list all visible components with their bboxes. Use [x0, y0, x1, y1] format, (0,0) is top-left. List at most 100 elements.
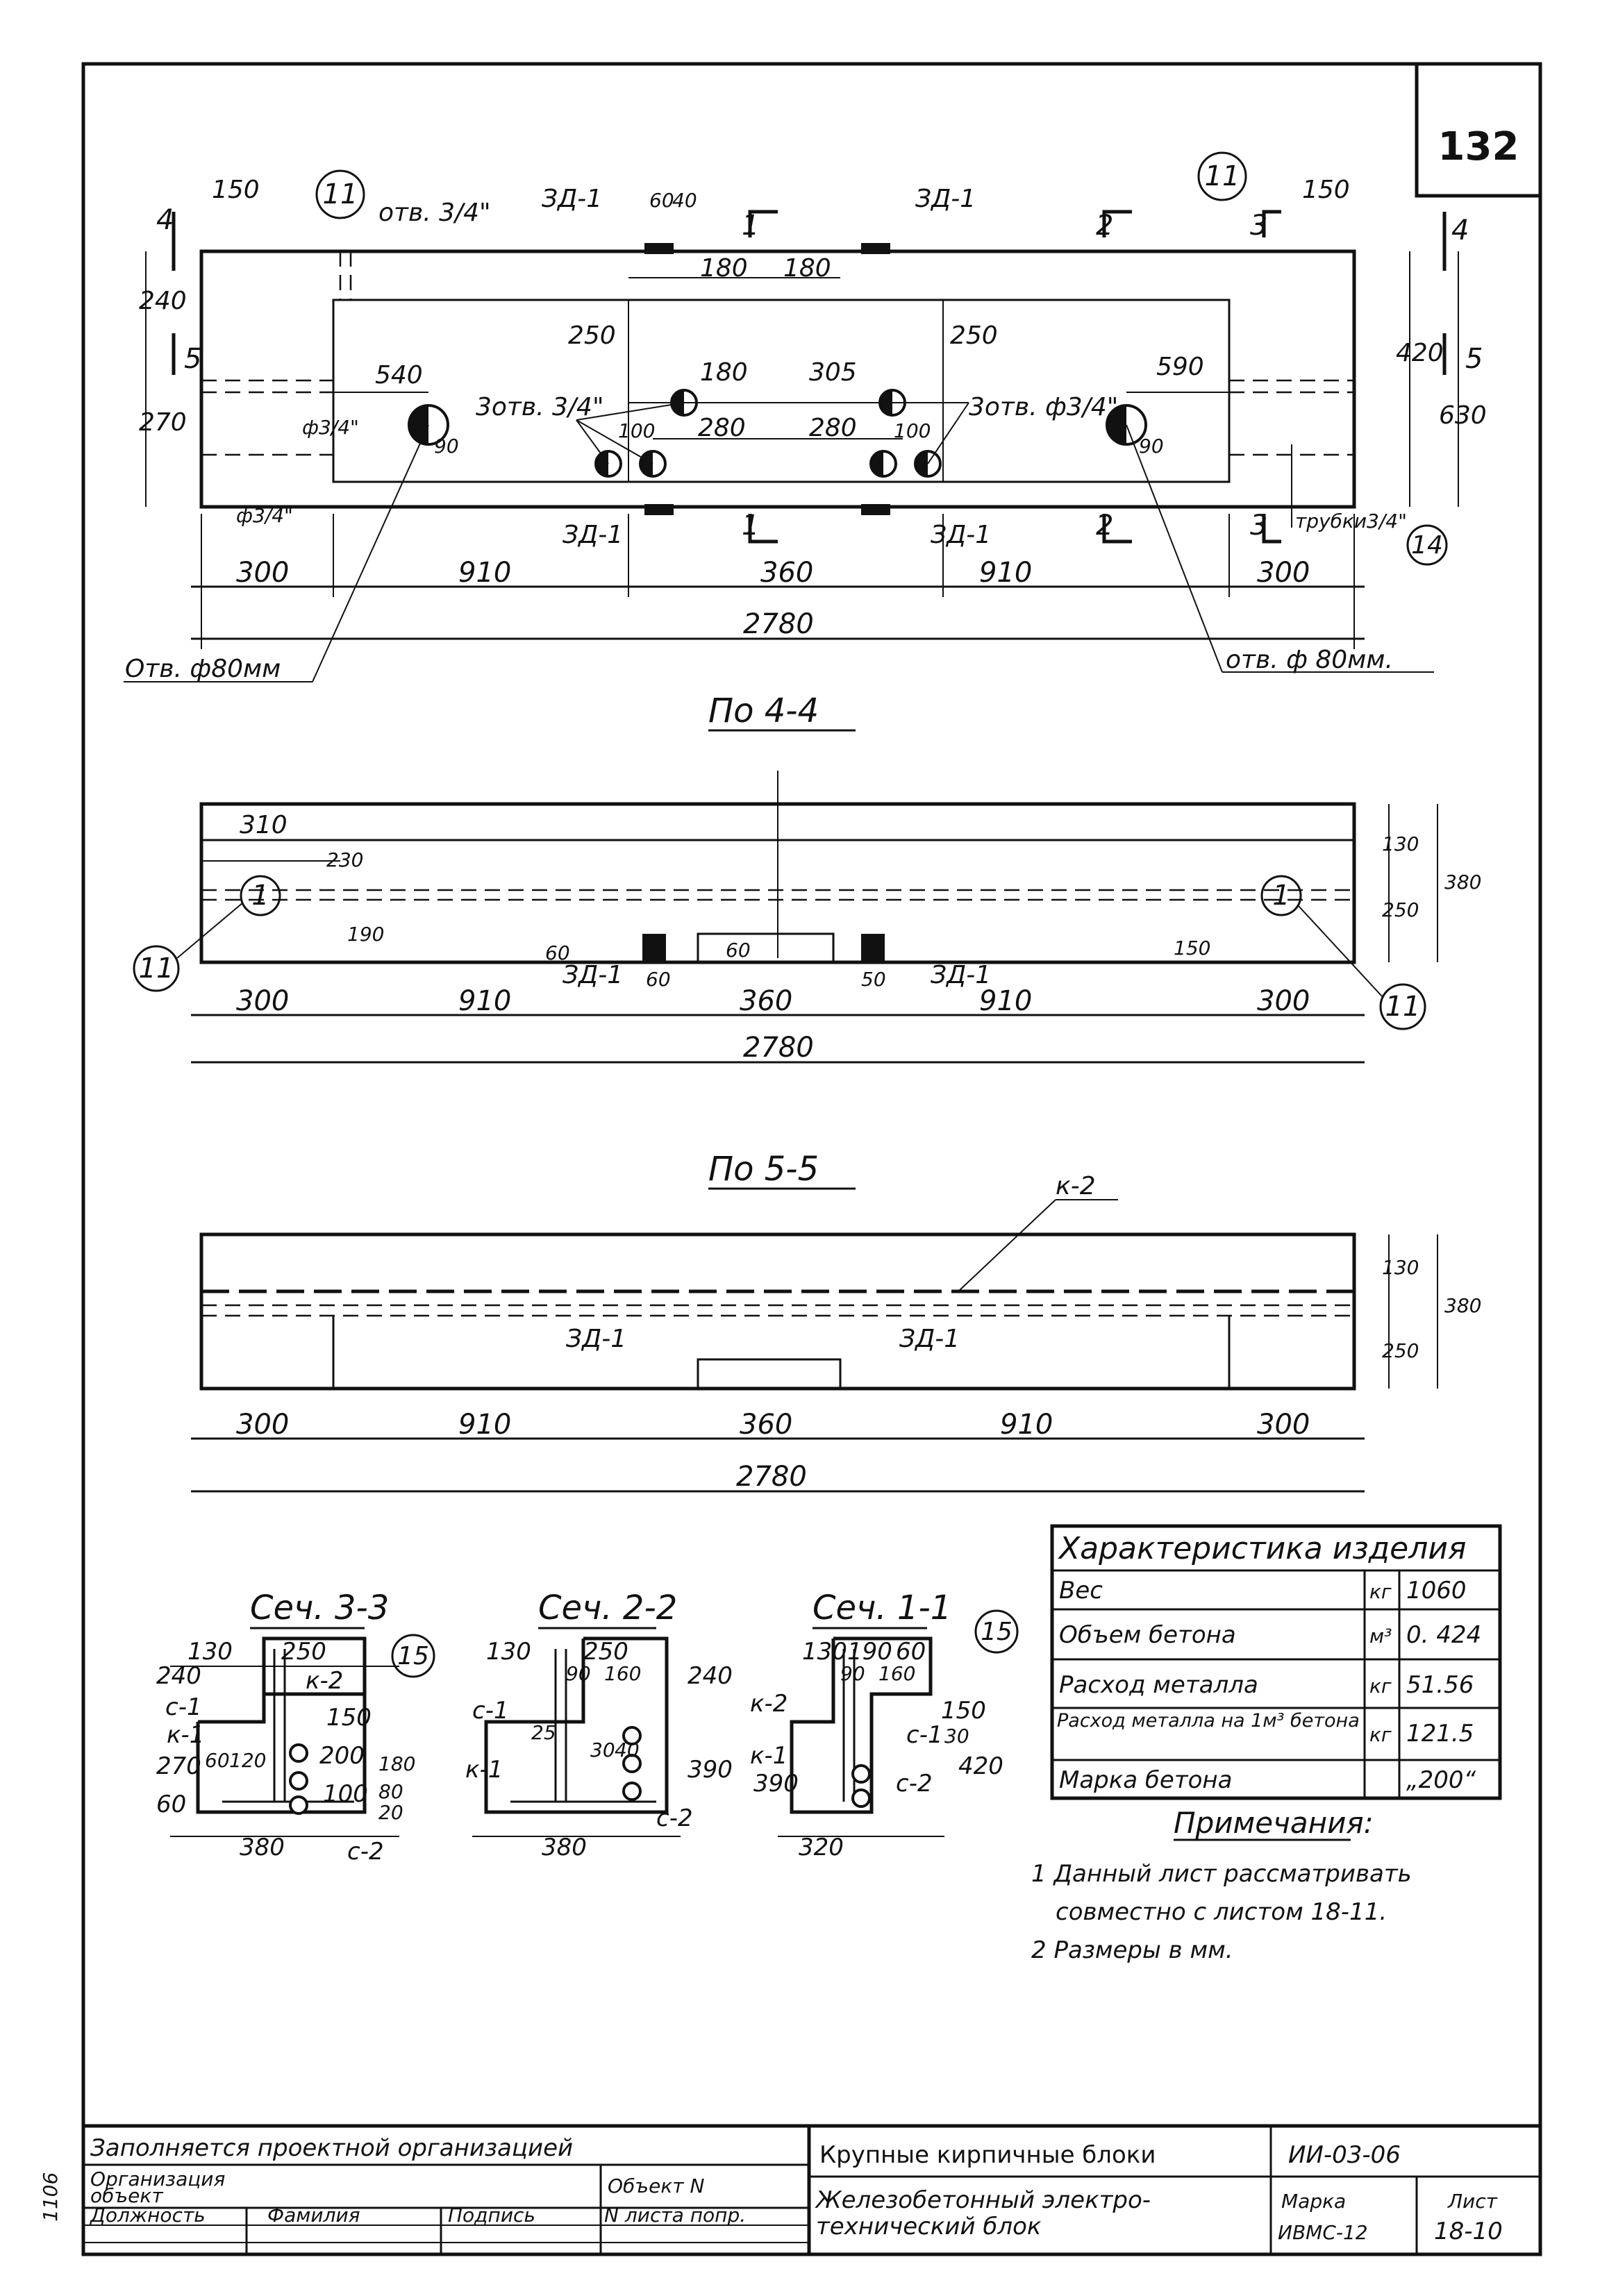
- cross-section-1-1: Сеч. 1-1 130 190 60 90 160 150 390 420 3…: [750, 1589, 1003, 1861]
- tb-position: Должность: [89, 2204, 206, 2227]
- cs11-dim-190: 190: [847, 1638, 892, 1666]
- tb-sheet-label: Лист: [1447, 2190, 1498, 2213]
- plan-recess: [332, 299, 1231, 483]
- cross-section-1-1-title: Сеч. 1-1: [812, 1589, 951, 1627]
- cut-mark-5-left: 5: [184, 343, 201, 375]
- char-row-2-name: Расход металла: [1059, 1671, 1258, 1699]
- cut-mark-2-top: 2: [1096, 210, 1113, 242]
- cs33-label-80: 80: [378, 1780, 403, 1803]
- cs22-dim-130: 130: [486, 1638, 531, 1666]
- callout-11-right: 11: [1205, 160, 1240, 192]
- char-row-2-unit: кг: [1369, 1675, 1392, 1698]
- characteristics-title: Характеристика изделия: [1058, 1531, 1466, 1566]
- tb-series: Крупные кирпичные блоки: [819, 2141, 1156, 2169]
- cs33-dim-270: 270: [156, 1752, 201, 1780]
- cs11-dim-90: 90: [840, 1662, 865, 1685]
- title-block: Заполняется проектной организацией Орган…: [39, 2124, 1542, 2256]
- cs11-label-c1: с-1: [906, 1721, 943, 1749]
- cs33-dim-100: 100: [323, 1780, 368, 1808]
- dim-380-s55: 380: [1444, 1294, 1481, 1317]
- dim-910-right: 910: [979, 557, 1032, 589]
- sheet-number: 132: [1438, 124, 1519, 169]
- dim-2780: 2780: [743, 608, 814, 640]
- cs33-label-k1: к-1: [167, 1721, 204, 1749]
- cut-mark-1-top: 1: [742, 210, 759, 242]
- label-zd-top-left: ЗД-1: [542, 185, 602, 213]
- cs33-dim-200: 200: [319, 1742, 365, 1770]
- cs22-label-40: 40: [615, 1738, 640, 1761]
- plan-outline: [199, 249, 1356, 509]
- dim-130-s55: 130: [1382, 1256, 1419, 1279]
- label-k2: к-2: [1056, 1172, 1096, 1200]
- note-1: 1 Данный лист рассматривать: [1031, 1860, 1412, 1888]
- dim-300-s44-left: 300: [236, 985, 289, 1017]
- cut-mark-3-bottom: 3: [1250, 510, 1267, 542]
- characteristics-table: Характеристика изделия Вес кг 1060 Объем…: [1050, 1524, 1502, 1800]
- cs11-dim-60: 60: [896, 1638, 926, 1666]
- tb-mark-value: ИВМС-12: [1278, 2221, 1368, 2244]
- cut-mark-4-right: 4: [1451, 215, 1469, 246]
- tb-item-name-1: Железобетонный электро-: [815, 2186, 1151, 2214]
- char-row-3-name: Расход металла на 1м³ бетона: [1057, 1711, 1360, 1732]
- cs22-dim-240: 240: [688, 1662, 733, 1690]
- dim-300-right: 300: [1257, 557, 1310, 589]
- cs11-label-k2: к-2: [750, 1690, 788, 1718]
- label-zd-bottom-right: ЗД-1: [931, 521, 991, 549]
- cut-mark-3-top: 3: [1250, 210, 1267, 242]
- tb-doc-code: ИИ-03-06: [1288, 2141, 1401, 2169]
- cs22-label-k1: к-1: [465, 1756, 503, 1784]
- cs33-label-20: 20: [378, 1801, 403, 1824]
- section-4-4-mark-right: 1: [1272, 880, 1290, 912]
- dim-240: 240: [139, 287, 187, 315]
- cross-section-2-2-title: Сеч. 2-2: [538, 1589, 677, 1627]
- dim-280-a: 280: [698, 414, 746, 442]
- tb-filled-by: Заполняется проектной организацией: [90, 2134, 573, 2162]
- cs22-label-25: 25: [531, 1721, 556, 1744]
- cs22-label-30: 30: [590, 1738, 615, 1761]
- dim-305: 305: [809, 358, 857, 387]
- cut-mark-5-right: 5: [1465, 343, 1483, 375]
- notes: Примечания: 1 Данный лист рассматривать …: [1031, 1806, 1412, 1964]
- dim-630: 630: [1439, 401, 1487, 430]
- label-three-holes-right: 3отв. ф3/4": [969, 393, 1118, 421]
- cs22-label-c2: с-2: [656, 1804, 693, 1832]
- dim-2780-s44: 2780: [743, 1032, 814, 1064]
- label-hole-80-left: Отв. ф80мм: [125, 655, 281, 683]
- cross-section-2-2: Сеч. 2-2 130 250 90 160 240 390 380 с-1 …: [465, 1589, 733, 1861]
- cross-section-3-3: Сеч. 3-3 130 250 240 270 60 150 200 100 …: [156, 1589, 415, 1866]
- dim-150-left: 150: [212, 176, 260, 204]
- dim-300-s44-right: 300: [1257, 985, 1310, 1017]
- cs22-dim-380: 380: [542, 1834, 587, 1861]
- dim-250-s44: 250: [1382, 898, 1419, 921]
- cs33-dim-150: 150: [326, 1704, 372, 1732]
- section-4-4-mark-left: 1: [251, 880, 269, 912]
- dim-300-s55-right: 300: [1257, 1409, 1310, 1441]
- cs22-label-c1: с-1: [472, 1697, 509, 1725]
- tb-mark-label: Марка: [1281, 2190, 1346, 2213]
- cut-mark-1-bottom: 1: [742, 510, 759, 542]
- dim-190: 190: [347, 923, 384, 946]
- char-row-2-value: 51.56: [1406, 1671, 1474, 1699]
- cross-section-3-3-title: Сеч. 3-3: [250, 1589, 389, 1627]
- label-zd-s55-right: ЗД-1: [899, 1325, 960, 1353]
- tb-organization: Организация: [90, 2168, 225, 2190]
- cs22-dim-90: 90: [566, 1662, 591, 1685]
- cs33-dim-240: 240: [156, 1662, 201, 1690]
- cs33-label-k2: к-2: [306, 1667, 343, 1695]
- label-zd-s55-left: ЗД-1: [566, 1325, 626, 1353]
- cs33-dim-130: 130: [188, 1638, 233, 1666]
- dim-150-s44: 150: [1174, 937, 1210, 960]
- dim-250-s55: 250: [1382, 1339, 1419, 1362]
- dim-90-b: 90: [1139, 435, 1164, 458]
- label-zd-top-right: ЗД-1: [915, 185, 976, 213]
- notes-title: Примечания:: [1174, 1806, 1374, 1840]
- dim-2780-s55: 2780: [736, 1461, 807, 1493]
- label-three-holes-left: 3отв. 3/4": [476, 393, 604, 421]
- label-phi34-b: ф3/4": [236, 504, 293, 527]
- dim-910-s44-left: 910: [458, 985, 511, 1017]
- dim-910-s44-right: 910: [979, 985, 1032, 1017]
- tb-sheet-nos: N листа попр.: [604, 2204, 746, 2227]
- tb-item-name-2: технический блок: [816, 2213, 1042, 2240]
- char-row-0-unit: кг: [1369, 1580, 1392, 1603]
